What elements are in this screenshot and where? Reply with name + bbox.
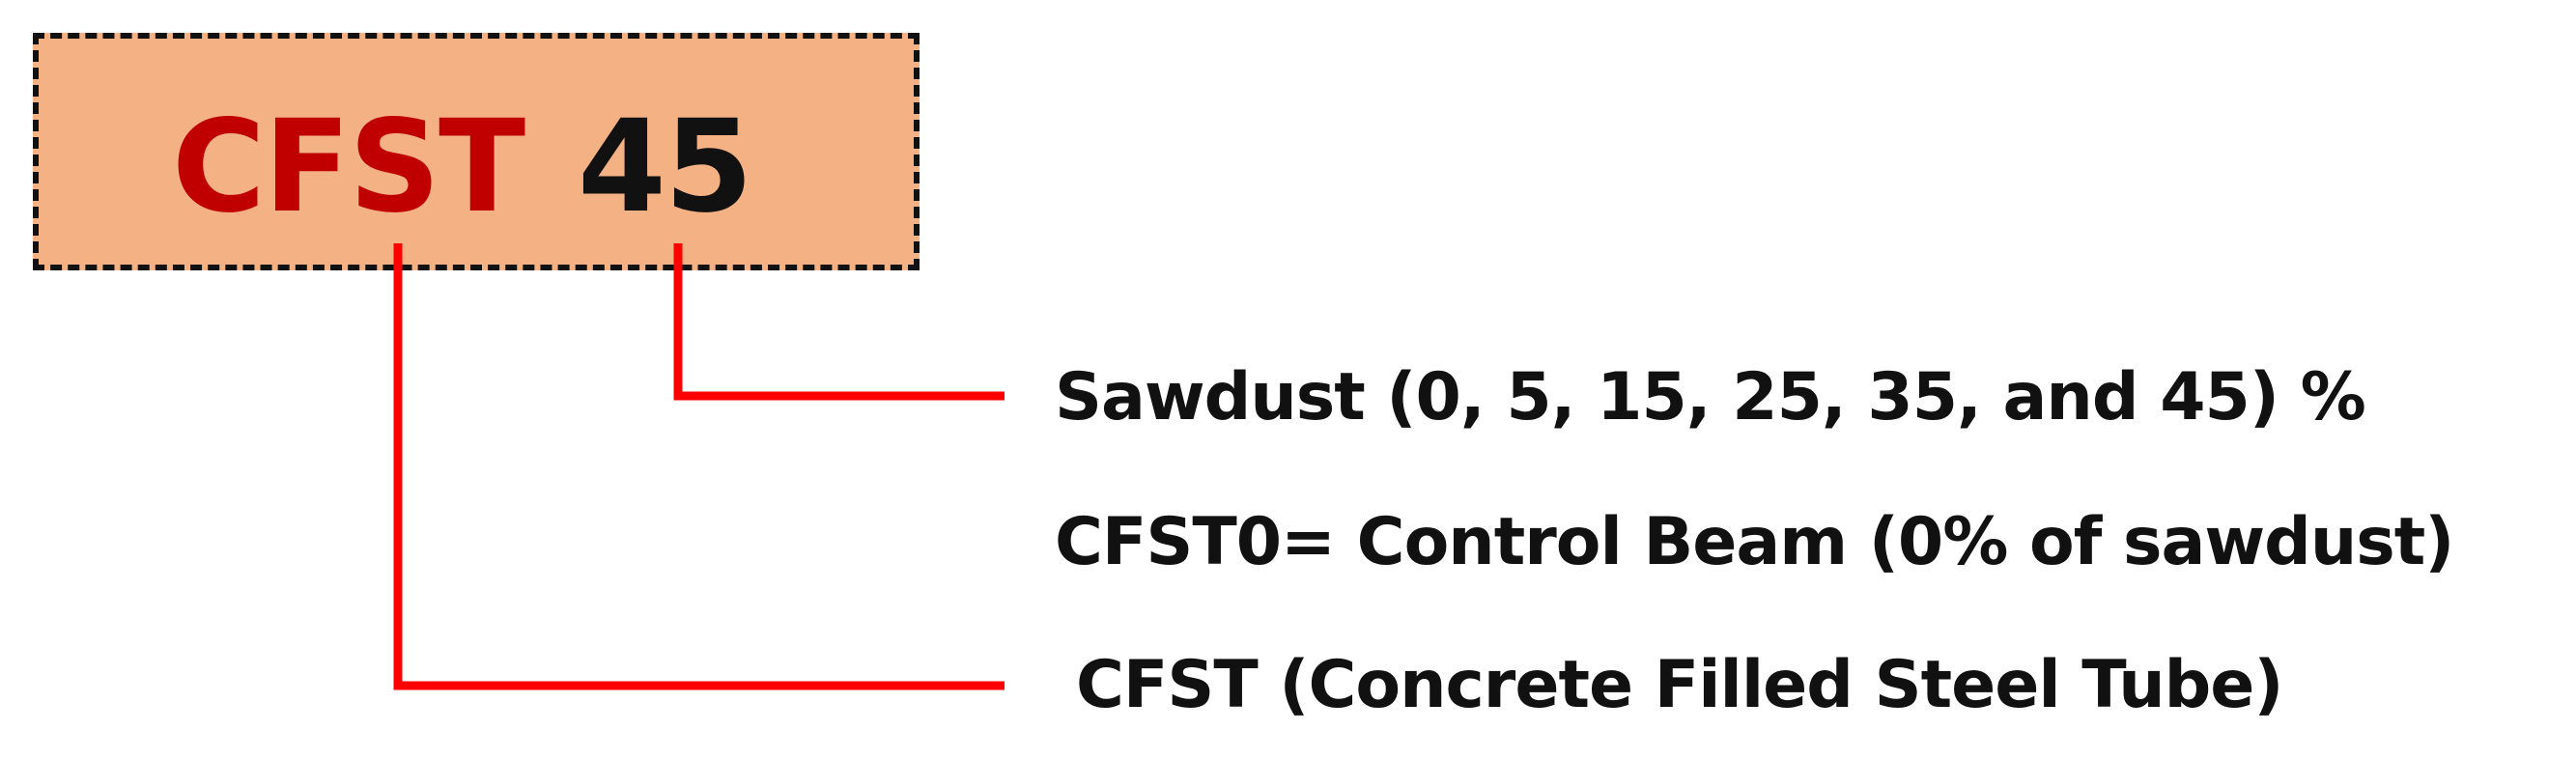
cfst-connector <box>393 243 1005 690</box>
sawdust-description: Sawdust (0, 5, 15, 25, 35, and 45) % <box>1055 359 2366 436</box>
sawdust-connector <box>673 243 1005 401</box>
specimen-label-box <box>33 33 920 270</box>
control-beam-description: CFST0= Control Beam (0% of sawdust) <box>1055 504 2454 580</box>
cfst-description: CFST (Concrete Filled Steel Tube) <box>1076 647 2284 723</box>
code-prefix: CFST <box>172 93 525 241</box>
code-number: 45 <box>578 93 753 241</box>
